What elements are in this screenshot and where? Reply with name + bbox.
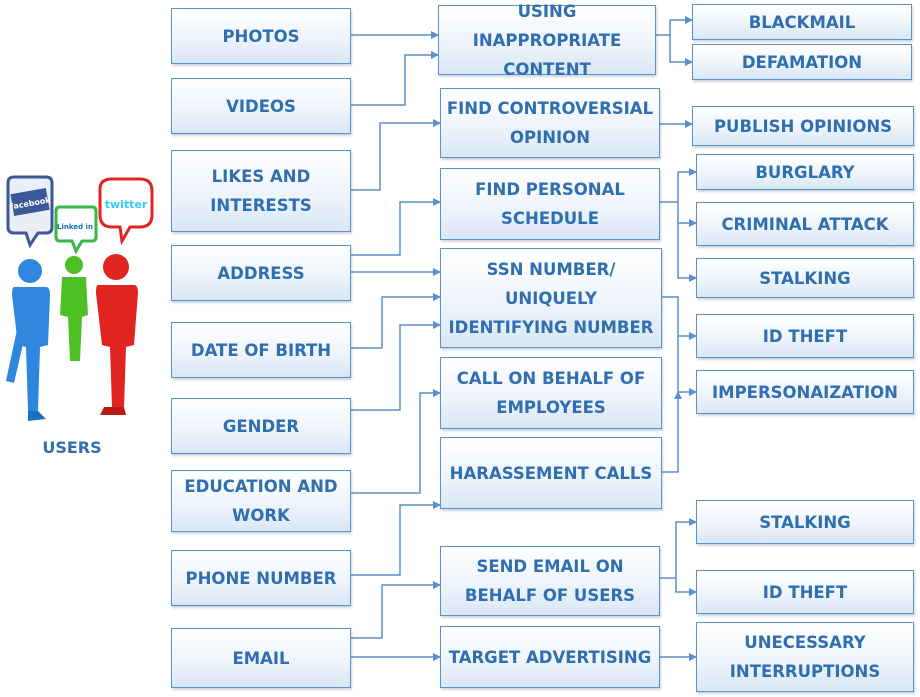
data-item-education-and-work: EDUCATION AND WORK	[171, 470, 351, 532]
connector-content-defamation	[669, 35, 693, 66]
action-find-controversial-opinion: FIND CONTROVERSIAL OPINION	[440, 88, 660, 158]
action-harassement-calls: HARASSEMENT CALLS	[440, 437, 662, 509]
linkedin-speech-bubble-icon: Linked in	[54, 205, 98, 255]
risk-stalking: STALKING	[696, 258, 914, 298]
connector-gender-ssn	[350, 321, 441, 411]
risk-unecessary-interruptions: UNECESSARY INTERRUPTIONS	[696, 622, 914, 692]
data-item-phone-number: PHONE NUMBER	[171, 550, 351, 606]
connector-ssn-imperson	[677, 336, 697, 396]
data-item-email: EMAIL	[171, 628, 351, 688]
risk-impersonaization: IMPERSONAIZATION	[696, 370, 914, 414]
connector-address-schedule	[350, 198, 441, 256]
connector-videos-content	[350, 51, 439, 106]
action-send-email-on-behalf-of-users: SEND EMAIL ON BEHALF OF USERS	[440, 546, 660, 616]
connector-education-callbehalf	[350, 389, 441, 494]
risk-criminal-attack: CRIMINAL ATTACK	[696, 202, 914, 246]
risk-defamation: DEFAMATION	[692, 44, 912, 80]
data-item-gender: GENDER	[171, 398, 351, 454]
red-person-icon	[96, 254, 138, 415]
action-call-on-behalf-of-employees: CALL ON BEHALF OF EMPLOYEES	[440, 357, 662, 429]
connector-harass-imperson	[662, 391, 682, 473]
risk-id-theft-email: ID THEFT	[696, 570, 914, 614]
facebook-speech-bubble-icon: facebook	[6, 175, 54, 249]
action-using-inappropriate-content: USING INAPPROPRIATE CONTENT	[438, 2, 656, 79]
risk-id-theft: ID THEFT	[696, 314, 914, 358]
twitter-speech-bubble-icon: twitter	[98, 177, 154, 246]
connector-schedule-stalking	[677, 223, 697, 282]
risk-blackmail: BLACKMAIL	[692, 4, 912, 40]
connector-sendemail-idtheft	[675, 578, 697, 596]
action-ssn-uniquely-identifying-number: SSN NUMBER/ UNIQUELY IDENTIFYING NUMBER	[440, 248, 662, 348]
svg-text:twitter: twitter	[105, 198, 148, 211]
connector-schedule-criminal	[677, 202, 697, 227]
connector-email-sendemail	[350, 581, 441, 639]
action-find-personal-schedule: FIND PERSONAL SCHEDULE	[440, 168, 660, 240]
data-item-likes-and-interests: LIKES AND INTERESTS	[171, 150, 351, 232]
connector-likes-opinion	[350, 119, 441, 191]
users-label: USERS	[42, 438, 102, 457]
risk-publish-opinions: PUBLISH OPINIONS	[692, 106, 914, 146]
data-item-photos: PHOTOS	[171, 8, 351, 64]
users-illustration: facebook Linked in twitter	[6, 175, 154, 421]
data-item-address: ADDRESS	[171, 245, 351, 301]
blue-person-icon	[6, 259, 50, 421]
data-item-videos: VIDEOS	[171, 78, 351, 134]
connector-phone-harass	[350, 501, 441, 576]
connector-schedule-burglary	[660, 168, 697, 203]
svg-text:Linked in: Linked in	[57, 223, 93, 231]
connector-ssn-idtheft	[662, 296, 697, 340]
green-person-icon	[60, 256, 88, 361]
data-item-date-of-birth: DATE OF BIRTH	[171, 322, 351, 378]
risk-stalking-email: STALKING	[696, 500, 914, 544]
action-target-advertising: TARGET ADVERTISING	[440, 626, 660, 688]
risk-burglary: BURGLARY	[696, 154, 914, 190]
connector-sendemail-stalking	[660, 518, 697, 579]
connector-content-blackmail	[656, 16, 693, 36]
connector-dob-ssn	[350, 293, 441, 349]
